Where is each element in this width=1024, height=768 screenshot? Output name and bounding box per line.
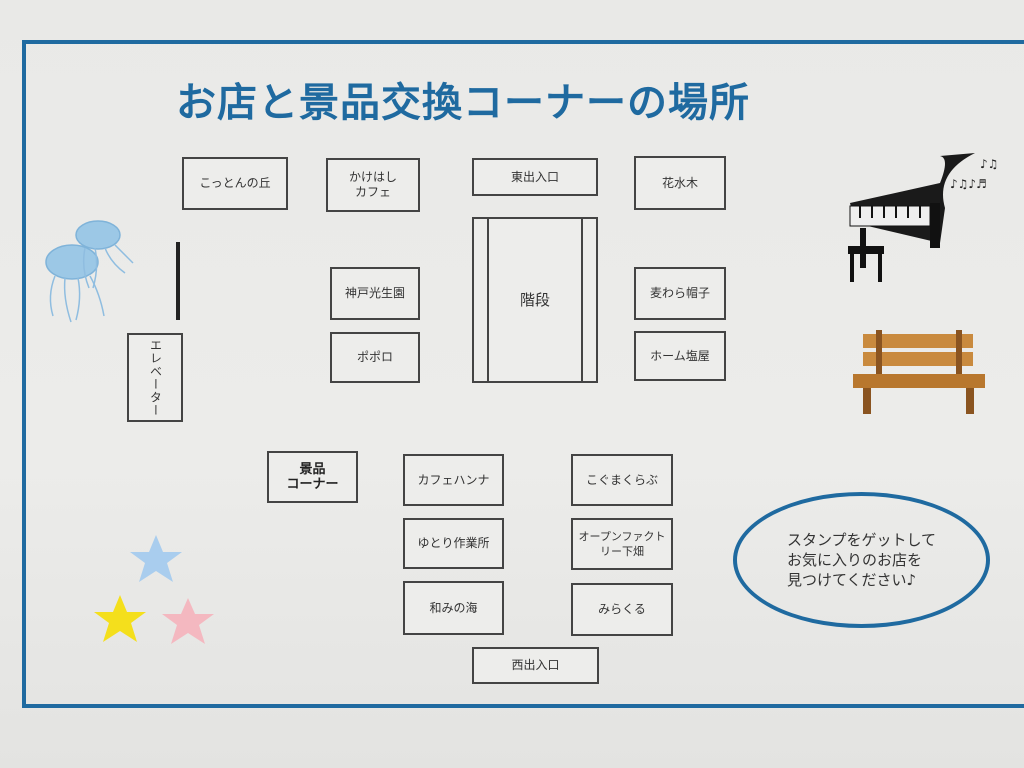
shop-popolo: ポポロ xyxy=(330,332,420,383)
piano-icon: ♪♫♪♬ ♪♫ xyxy=(848,153,998,282)
shop-kobe-koseien: 神戸光生園 xyxy=(330,267,420,320)
shop-nagomi: 和みの海 xyxy=(403,581,504,635)
shop-hanamizuki: 花水木 xyxy=(634,156,726,210)
shop-koguma: こぐまくらぶ xyxy=(571,454,673,506)
shop-yutori: ゆとり作業所 xyxy=(403,518,504,569)
stars-icon xyxy=(94,535,214,644)
west-entrance: 西出入口 xyxy=(472,647,599,684)
bench-icon xyxy=(853,330,985,414)
shop-mugiwara: 麦わら帽子 xyxy=(634,267,726,320)
svg-text:♪♫♪♬: ♪♫♪♬ xyxy=(950,177,987,191)
jellyfish-icon xyxy=(45,220,134,323)
shop-home-shioya: ホーム塩屋 xyxy=(634,331,726,381)
shop-cafe-hanna: カフェハンナ xyxy=(403,454,504,506)
shop-open-factory: オープンファクト リー下畑 xyxy=(571,518,673,570)
prize-corner: 景品 コーナー xyxy=(267,451,358,503)
shop-cotton: こっとんの丘 xyxy=(182,157,288,210)
stairs: 階段 xyxy=(472,217,598,383)
shop-kakehashi-cafe: かけはし カフェ xyxy=(326,158,420,212)
stamp-message: スタンプをゲットして お気に入りのお店を 見つけてください♪ xyxy=(733,492,990,628)
svg-text:♪♫: ♪♫ xyxy=(980,157,998,171)
wall-line xyxy=(176,242,180,320)
elevator: エレベーター xyxy=(127,333,183,422)
map-frame xyxy=(22,40,1024,708)
stairs-rails xyxy=(487,217,583,383)
shop-miracle: みらくる xyxy=(571,583,673,636)
east-entrance: 東出入口 xyxy=(472,158,598,196)
map-title: お店と景品交換コーナーの場所 xyxy=(176,80,750,126)
